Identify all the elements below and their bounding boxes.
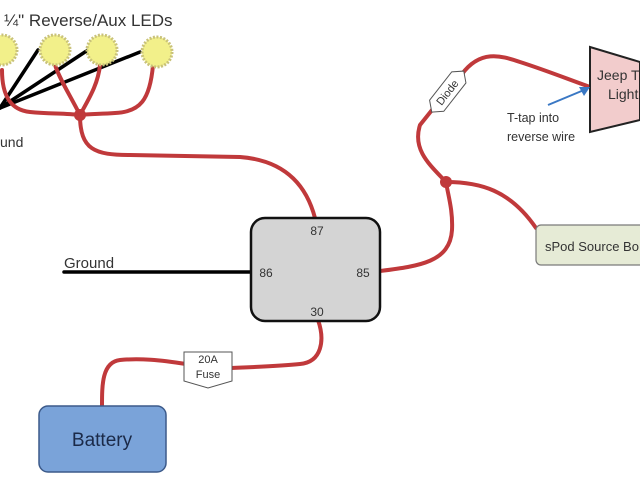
wire-led-2 xyxy=(53,63,82,117)
relay-pin-86: 86 xyxy=(259,266,273,280)
led-3 xyxy=(85,33,119,67)
relay: 87 86 85 30 xyxy=(249,216,382,323)
relay-pin-30: 30 xyxy=(310,305,324,319)
battery: Battery xyxy=(38,405,167,473)
wire-relay-30-to-fuse xyxy=(230,318,324,370)
wire-diode-to-tail-light xyxy=(460,54,592,89)
ground-wire-led-3 xyxy=(0,48,90,110)
led-positive-wires xyxy=(0,63,317,220)
led-ground-label: und xyxy=(0,134,23,150)
spod-label: sPod Source Bo xyxy=(545,239,639,254)
relay-pin-87: 87 xyxy=(310,224,324,238)
fuse-label-line2: Fuse xyxy=(196,369,220,381)
relay-ground-label: Ground xyxy=(64,255,114,272)
signal-junction xyxy=(440,176,452,188)
led-1 xyxy=(0,33,19,67)
wire-led-1 xyxy=(0,68,82,117)
battery-label: Battery xyxy=(72,430,133,451)
tail-light-label-line1: Jeep T xyxy=(597,67,640,83)
wire-relay-85 xyxy=(378,180,455,273)
ttap-arrow-icon xyxy=(547,87,590,106)
tail-light-label-line2: Light xyxy=(608,86,638,102)
wire-led-4 xyxy=(78,63,155,117)
leds-title: ¼" Reverse/Aux LEDs xyxy=(4,11,173,30)
led-4 xyxy=(140,35,174,69)
wire-junction-to-spod xyxy=(444,180,538,230)
led-2 xyxy=(38,33,72,67)
ttap-label-line2: reverse wire xyxy=(507,130,575,144)
fuse-label-line1: 20A xyxy=(198,354,218,366)
spod-source-box: sPod Source Bo xyxy=(535,224,640,266)
fuse: 20A Fuse xyxy=(183,351,233,389)
relay-pin-85: 85 xyxy=(356,266,370,280)
wire-leds-to-relay-87 xyxy=(78,113,317,220)
leds xyxy=(0,33,174,69)
wire-fuse-to-battery xyxy=(100,357,188,408)
ttap-label-line1: T-tap into xyxy=(507,111,559,125)
wire-junction-to-diode xyxy=(416,103,448,184)
jeep-tail-light: Jeep T Light xyxy=(589,45,640,134)
ground-wire-led-4 xyxy=(0,50,142,110)
diode: Diode xyxy=(429,70,467,113)
